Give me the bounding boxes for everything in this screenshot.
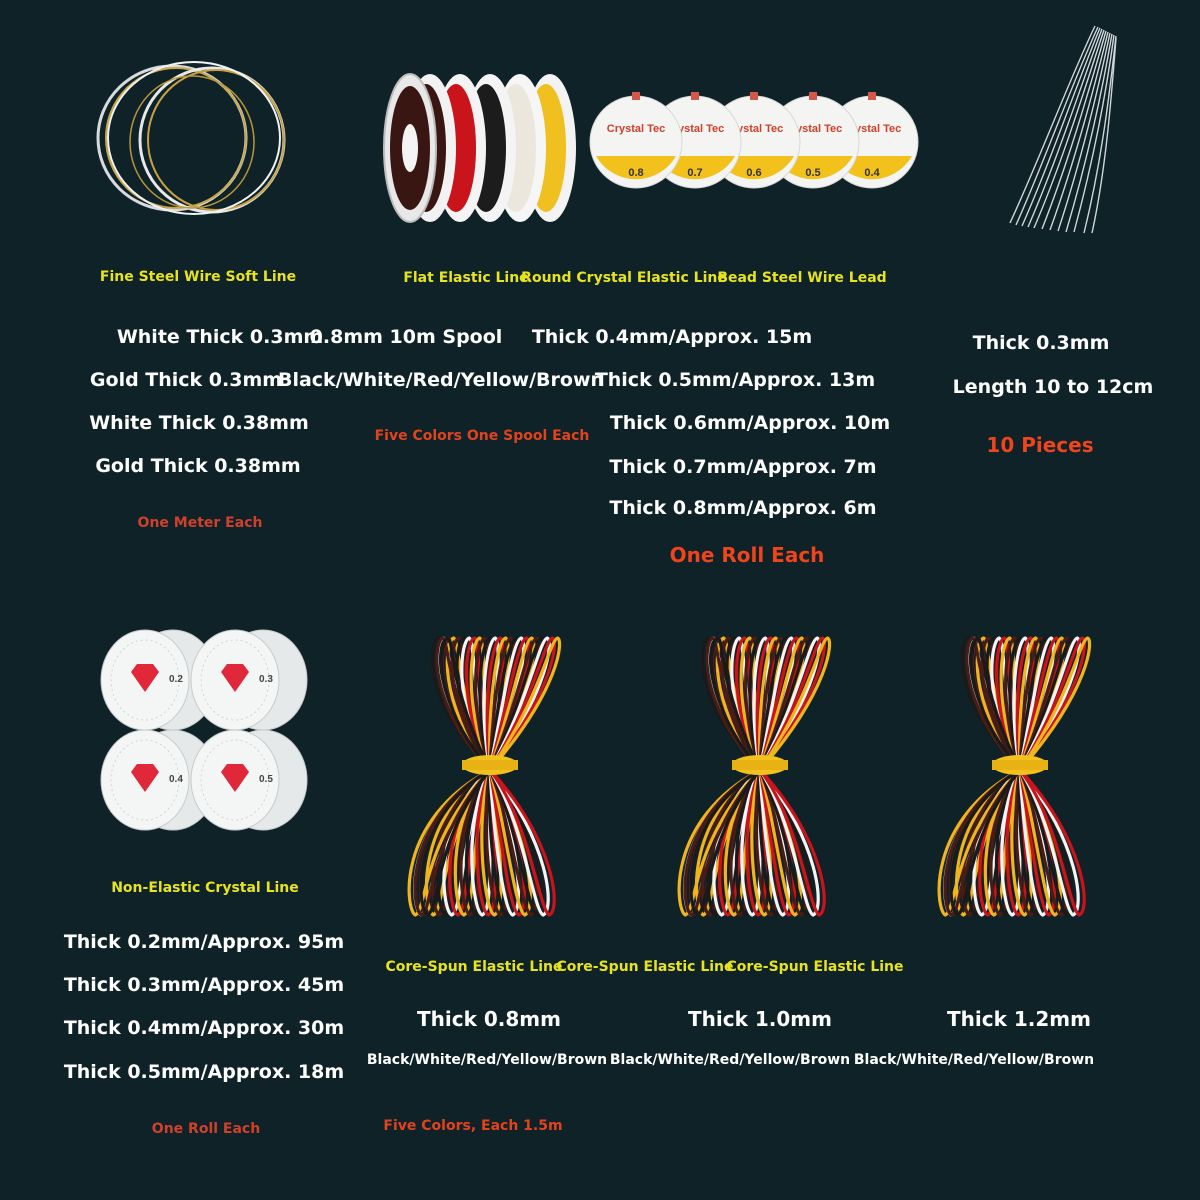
core-spun-caption-3: Core-Spun Elastic Line — [726, 959, 904, 975]
diamond-icon — [221, 764, 249, 792]
non-elastic-spec-4: Thick 0.5mm/Approx. 18m — [63, 1061, 345, 1083]
crystal-spool-size: 0.7 — [687, 167, 702, 179]
crystal-spool-size: 0.5 — [805, 167, 820, 179]
core-spun-note: Five Colors, Each 1.5m — [383, 1118, 563, 1134]
core-spun-caption-2: Core-Spun Elastic Line — [556, 959, 734, 975]
crystal-spec-4: Thick 0.7mm/Approx. 7m — [609, 456, 877, 478]
lead-caption: Bead Steel Wire Lead — [717, 270, 887, 286]
core-spun-thickness-2: Thick 1.0mm — [688, 1007, 832, 1031]
steel-wire-caption: Fine Steel Wire Soft Line — [99, 269, 297, 285]
flat-elastic-caption: Flat Elastic Line — [403, 270, 529, 286]
cord-strand — [689, 636, 763, 917]
non-elastic-spool-size: 0.3 — [259, 674, 273, 685]
steel-note: One Meter Each — [137, 515, 263, 531]
diamond-icon — [131, 764, 159, 792]
crystal-spool-size: 0.8 — [628, 167, 643, 179]
lead-spec-2: Length 10 to 12cm — [952, 376, 1154, 398]
brand-logo-icon — [691, 92, 699, 100]
cord-strand — [419, 636, 493, 917]
brand-logo-icon — [750, 92, 758, 100]
non-elastic-spool-size: 0.4 — [169, 774, 183, 785]
diamond-icon — [131, 664, 159, 692]
core-spun-thickness-3: Thick 1.2mm — [947, 1007, 1091, 1031]
bead-lead-wires-image — [1009, 25, 1117, 234]
diamond-icon — [221, 664, 249, 692]
cord-strand — [949, 636, 1023, 917]
steel-spec-2: Gold Thick 0.3mm — [89, 369, 283, 391]
flat-spec-2: Black/White/Red/Yellow/Brown — [277, 369, 605, 391]
core-spun-caption-1: Core-Spun Elastic Line — [385, 959, 563, 975]
brand-logo-icon — [632, 92, 640, 100]
crystal-note: One Roll Each — [669, 543, 825, 567]
crystal-elastic-caption: Round Crystal Elastic Line — [521, 270, 727, 286]
flat-spec-1: 0.8mm 10m Spool — [309, 326, 503, 348]
core-spun-bundle-image-1 — [407, 636, 562, 917]
lead-note: 10 Pieces — [986, 433, 1094, 457]
core-spun-bundle-image-2 — [677, 636, 832, 917]
non-elastic-spools-image: 0.2 0.3 0.4 0.5 — [100, 629, 308, 831]
core-spun-bundle-image-3 — [937, 636, 1092, 917]
crystal-spool: Crystal Tec 0.8 — [589, 92, 683, 189]
non-elastic-spec-2: Thick 0.3mm/Approx. 45m — [63, 974, 345, 996]
non-elastic-spec-3: Thick 0.4mm/Approx. 30m — [63, 1017, 345, 1039]
steel-spec-4: Gold Thick 0.38mm — [95, 455, 301, 477]
non-elastic-spool: 0.5 — [190, 729, 308, 831]
crystal-spec-2: Thick 0.5mm/Approx. 13m — [594, 369, 876, 391]
flat-elastic-spools-image — [383, 73, 576, 223]
brand-logo-icon — [809, 92, 817, 100]
core-spun-colors-1: Black/White/Red/Yellow/Brown — [366, 1052, 608, 1068]
non-elastic-caption: Non-Elastic Crystal Line — [111, 880, 299, 896]
brand-logo-icon — [868, 92, 876, 100]
core-spun-colors-3: Black/White/Red/Yellow/Brown — [853, 1052, 1095, 1068]
crystal-spool-size: 0.6 — [746, 167, 761, 179]
steel-spec-1: White Thick 0.3mm — [116, 326, 324, 348]
flat-note: Five Colors One Spool Each — [374, 428, 590, 444]
core-spun-thickness-1: Thick 0.8mm — [417, 1007, 561, 1031]
crystal-spec-5: Thick 0.8mm/Approx. 6m — [609, 497, 877, 519]
non-elastic-spool: 0.2 — [100, 629, 218, 731]
crystal-spool-brand: Crystal Tec — [607, 123, 666, 135]
crystal-spec-3: Thick 0.6mm/Approx. 10m — [609, 412, 891, 434]
non-elastic-spool-size: 0.2 — [169, 674, 183, 685]
non-elastic-note: One Roll Each — [151, 1121, 261, 1137]
non-elastic-spec-1: Thick 0.2mm/Approx. 95m — [63, 931, 345, 953]
lead-spec-1: Thick 0.3mm — [972, 332, 1110, 354]
steel-spec-3: White Thick 0.38mm — [89, 412, 309, 434]
core-spun-colors-2: Black/White/Red/Yellow/Brown — [609, 1052, 851, 1068]
non-elastic-spool-size: 0.5 — [259, 774, 273, 785]
crystal-spool-size: 0.4 — [864, 167, 880, 179]
non-elastic-spool: 0.3 — [190, 629, 308, 731]
steel-wire-coils-image — [96, 61, 286, 215]
crystal-spec-1: Thick 0.4mm/Approx. 15m — [531, 326, 813, 348]
